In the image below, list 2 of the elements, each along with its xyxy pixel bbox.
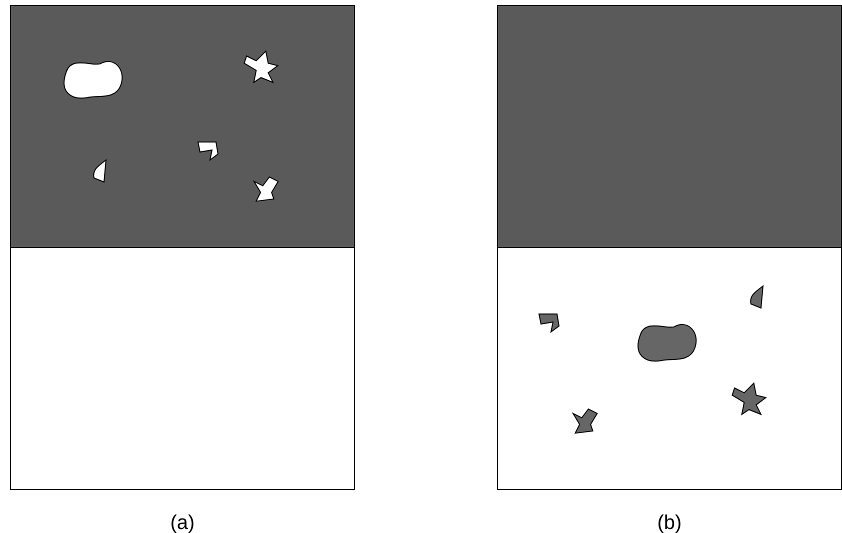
panel-label: (a) <box>170 511 195 533</box>
panel-label: (b) <box>657 511 682 533</box>
